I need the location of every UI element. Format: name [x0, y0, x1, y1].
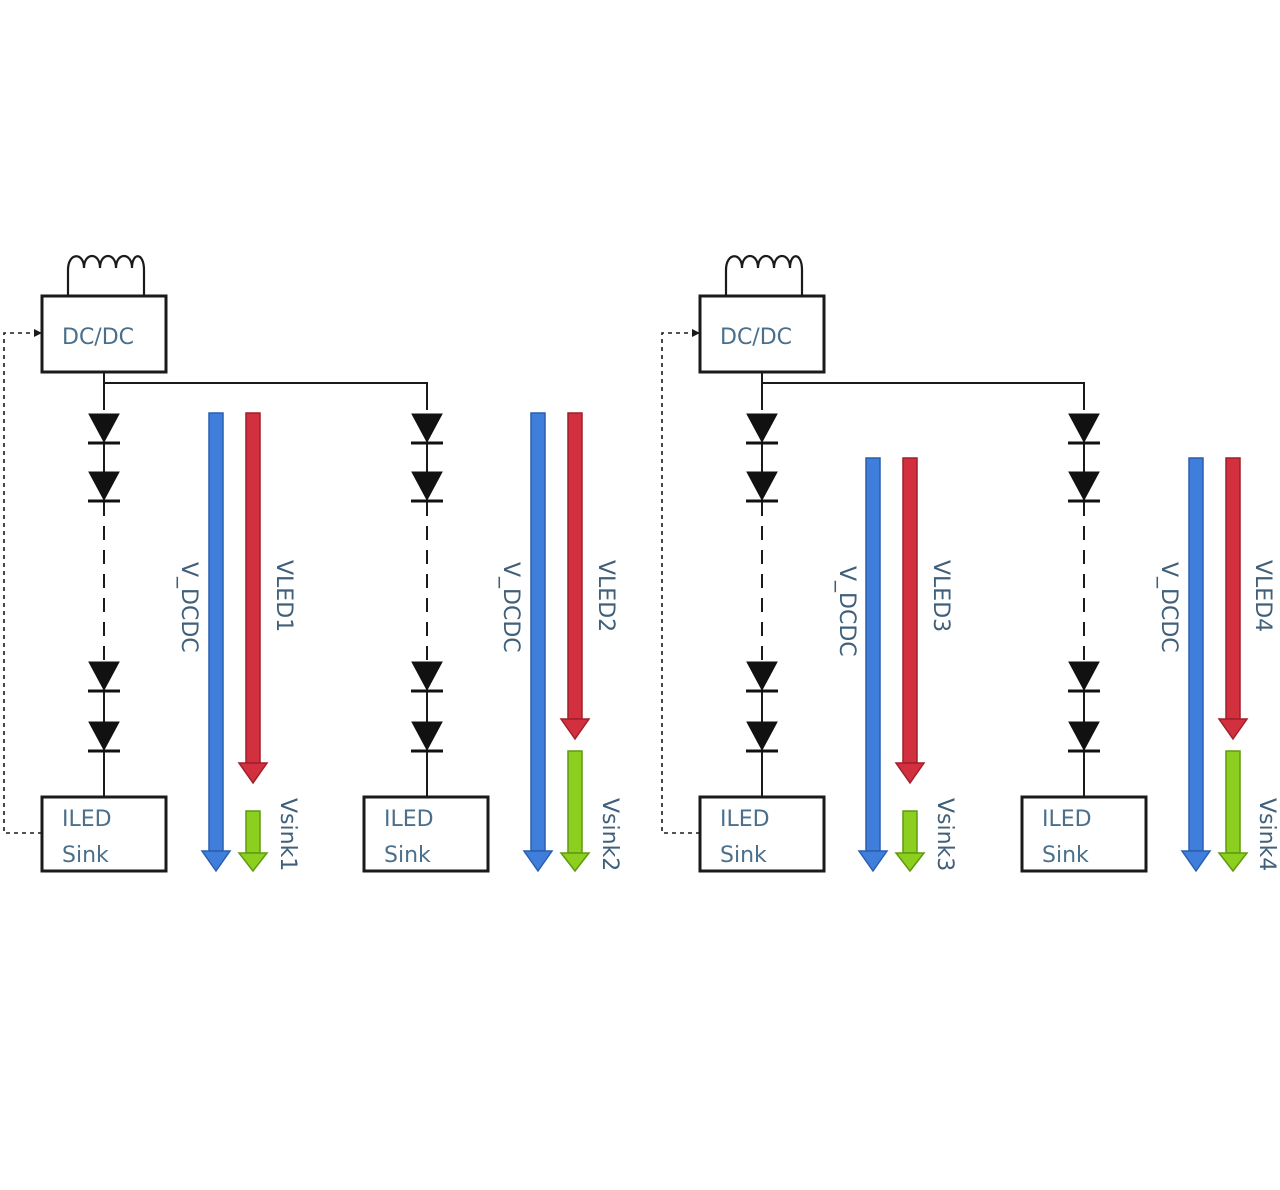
iled-sink-label-1: ILED: [62, 807, 112, 832]
output-bus: [103, 372, 428, 410]
led-diode-icon: [1066, 412, 1102, 445]
led-diode-icon: [409, 412, 445, 445]
v-dcdc-arrow: [200, 412, 232, 873]
led-diode-icon: [86, 412, 122, 445]
vsink-arrow: [1217, 750, 1249, 873]
led-diode-icon: [86, 720, 122, 753]
v-dcdc-arrow: [522, 412, 554, 873]
inductor-icon: [66, 254, 146, 296]
led-diode-icon: [744, 470, 780, 503]
vled-label: VLED4: [1250, 560, 1275, 632]
voltage-arrows-ch1: V_DCDC VLED1 Vsink1: [176, 412, 300, 873]
vled-arrow: [237, 412, 269, 785]
vled-arrow: [894, 457, 926, 785]
iled-sink-label-2: Sink: [720, 843, 767, 868]
output-bus: [761, 372, 1085, 410]
led-diode-icon: [744, 720, 780, 753]
iled-sink-label-1: ILED: [1042, 807, 1092, 832]
led-diode-icon: [409, 720, 445, 753]
led-diode-icon: [1066, 720, 1102, 753]
dcdc-box: [698, 294, 826, 374]
led-string-3: [744, 412, 780, 797]
vsink-label: Vsink2: [597, 798, 622, 871]
vled-label: VLED3: [928, 560, 953, 632]
vsink-arrow: [559, 750, 591, 873]
led-diode-icon: [1066, 660, 1102, 693]
vsink-label: Vsink3: [932, 798, 957, 871]
block-2: DC/DC ILED Sink ILED Si: [661, 254, 1148, 873]
feedback-arrowhead: [692, 329, 700, 337]
dcdc-label: DC/DC: [720, 325, 792, 350]
v-dcdc-label: V_DCDC: [176, 562, 201, 653]
vsink-label: Vsink4: [1254, 798, 1279, 871]
voltage-arrows-ch3: V_DCDC VLED3 Vsink3: [834, 457, 957, 873]
iled-sink-label-2: Sink: [384, 843, 431, 868]
vled-arrow: [1217, 457, 1249, 741]
led-diode-icon: [744, 660, 780, 693]
dcdc-label: DC/DC: [62, 325, 134, 350]
led-string-2: [409, 412, 445, 797]
iled-sink-box: [40, 795, 168, 873]
vsink-arrow: [894, 810, 926, 873]
vled-label: VLED2: [593, 560, 618, 632]
led-diode-icon: [744, 412, 780, 445]
v-dcdc-arrow: [857, 457, 889, 873]
v-dcdc-label: V_DCDC: [1156, 562, 1181, 653]
vled-arrow: [559, 412, 591, 741]
v-dcdc-label: V_DCDC: [834, 566, 859, 657]
iled-sink-box: [1020, 795, 1148, 873]
led-diode-icon: [86, 470, 122, 503]
voltage-arrows-ch2: V_DCDC VLED2 Vsink2: [498, 412, 622, 873]
block-1: DC/DC ILED Sink: [3, 254, 490, 873]
iled-sink-box: [698, 795, 826, 873]
feedback-arrowhead: [34, 329, 42, 337]
vled-label: VLED1: [271, 560, 296, 632]
iled-sink-label-2: Sink: [1042, 843, 1089, 868]
led-diode-icon: [1066, 470, 1102, 503]
led-string-4: [1066, 412, 1102, 797]
led-diode-icon: [409, 660, 445, 693]
v-dcdc-arrow: [1180, 457, 1212, 873]
inductor-icon: [724, 254, 804, 296]
vsink-label: Vsink1: [275, 798, 300, 871]
feedback-line: [661, 332, 700, 834]
iled-sink-label-1: ILED: [720, 807, 770, 832]
iled-sink-label-1: ILED: [384, 807, 434, 832]
iled-sink-box: [362, 795, 490, 873]
v-dcdc-label: V_DCDC: [498, 562, 523, 653]
iled-sink-label-2: Sink: [62, 843, 109, 868]
feedback-line: [3, 332, 42, 834]
vsink-arrow: [237, 810, 269, 873]
voltage-arrows-ch4: V_DCDC VLED4 Vsink4: [1156, 457, 1279, 873]
led-diode-icon: [86, 660, 122, 693]
led-string-1: [86, 412, 122, 797]
led-diode-icon: [409, 470, 445, 503]
